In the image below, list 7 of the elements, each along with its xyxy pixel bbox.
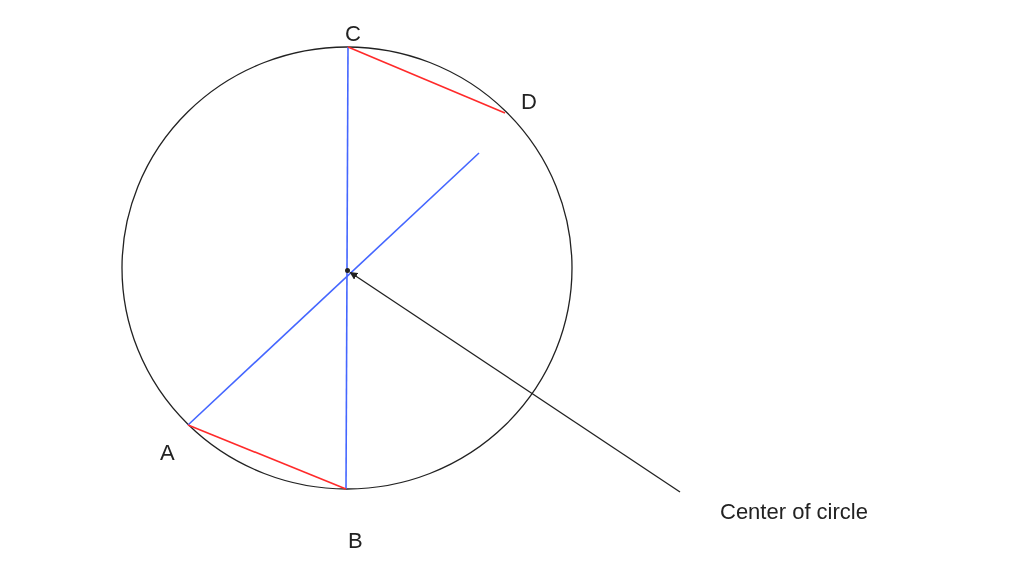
point-label: A <box>160 442 175 464</box>
point-label: B <box>348 530 363 552</box>
callout-text: Center of circle <box>680 492 868 525</box>
point-label: D <box>521 91 537 113</box>
leader-line <box>349 271 681 493</box>
point-label: C <box>345 23 361 45</box>
center-point <box>345 268 350 273</box>
